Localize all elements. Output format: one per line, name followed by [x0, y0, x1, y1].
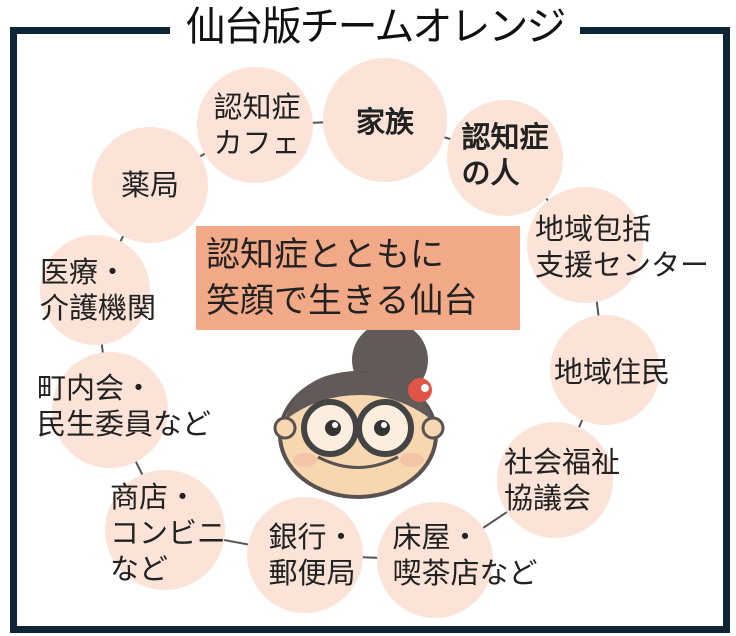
node-shops: 商店・コンビニなど [110, 479, 226, 587]
node-dementia-cafe: 認知症カフェ [213, 89, 300, 161]
node-label-line: 医療・ [39, 255, 128, 289]
center-message-line2: 笑顔で生きる仙台 [206, 281, 478, 321]
node-family: 家族 [356, 104, 414, 140]
circle-social-welfare [497, 422, 613, 538]
node-circles [40, 58, 660, 618]
node-label-line: カフェ [213, 126, 301, 160]
node-label-line: の人 [461, 156, 520, 190]
node-label-line: 床屋・ [392, 520, 480, 554]
node-medical: 医療・介護機関 [40, 254, 156, 326]
circle-bank-post [247, 497, 363, 613]
node-label-line: 認知症 [461, 120, 549, 154]
node-label-line: 薬局 [120, 168, 180, 202]
node-person-with-dementia: 認知症の人 [461, 119, 548, 191]
node-label-line: 喫茶店など [392, 556, 538, 590]
circle-neighborhood [52, 352, 168, 468]
center-message-line1: 認知症とともに [206, 235, 444, 275]
node-label-line: コンビニ [109, 516, 227, 550]
node-barber-cafe: 床屋・喫茶店など [392, 519, 537, 591]
circle-dementia-cafe [197, 67, 313, 183]
node-bank-post: 銀行・郵便局 [268, 519, 355, 591]
node-residents: 地域住民 [554, 354, 670, 390]
node-label-line: など [109, 552, 169, 586]
circle-barber-cafe [377, 502, 493, 618]
node-label-line: 町内会・ [36, 371, 154, 405]
node-label-line: 介護機関 [39, 291, 157, 325]
node-label-line: 協議会 [503, 481, 592, 515]
node-label-line: 認知症 [213, 90, 301, 124]
node-label-line: 郵便局 [268, 556, 356, 590]
node-social-welfare: 社会福祉協議会 [504, 444, 620, 516]
center-message-box: 認知症とともに 笑顔で生きる仙台 [196, 226, 520, 330]
node-support-center: 地域包括支援センター [535, 211, 709, 283]
circle-pharmacy [92, 127, 208, 243]
circle-family [323, 58, 447, 182]
node-label-line: 地域住民 [553, 355, 671, 389]
node-label-line: 地域包括 [534, 212, 652, 246]
node-label-line: 社会福祉 [503, 445, 621, 479]
circle-residents [550, 315, 660, 425]
node-pharmacy: 薬局 [121, 167, 179, 203]
node-label-line: 銀行・ [268, 520, 356, 554]
circle-shops [105, 470, 225, 590]
node-label-line: 商店・ [109, 480, 198, 514]
node-label-line: 家族 [355, 105, 415, 139]
node-label-line: 支援センター [534, 248, 710, 282]
circle-medical [40, 235, 150, 345]
mascot-illustration [273, 322, 445, 499]
node-label-line: 民生委員など [36, 407, 212, 441]
circle-support-center [527, 187, 643, 303]
circle-person-with-dementia [447, 100, 563, 216]
node-neighborhood: 町内会・民生委員など [37, 370, 211, 442]
diagram-title: 仙台版チームオレンジ [170, 2, 580, 52]
